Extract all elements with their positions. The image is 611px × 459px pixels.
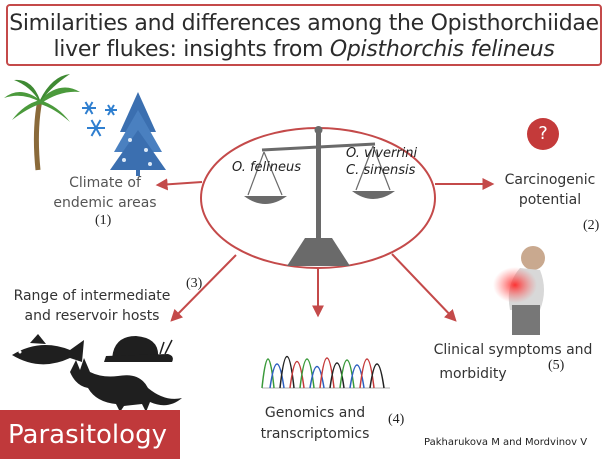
title-line-2-italic: Opisthorchis felineus: [329, 37, 555, 62]
hosts-label-1: Range of intermediate: [13, 288, 171, 304]
question-icon: [527, 118, 559, 150]
scale-icon: [244, 126, 395, 266]
species-right-2: C. sinensis: [346, 163, 416, 178]
title-line-2: liver flukes: insights from Opisthorchis…: [8, 37, 600, 62]
snowflake-icon: [82, 101, 117, 137]
title-line-1: Similarities and differences among the O…: [9, 11, 599, 36]
palm-tree-icon: [4, 74, 80, 171]
genomics-number: (4): [388, 412, 405, 427]
snail-icon: [104, 336, 173, 362]
question-mark: ?: [538, 123, 548, 144]
clinical-label-1: Clinical symptoms and: [433, 342, 593, 358]
title-line-2-plain: liver flukes: insights from: [53, 37, 330, 62]
genomics-label-1: Genomics and: [264, 405, 366, 421]
arrow-clinical: [391, 253, 457, 322]
fox-icon: [70, 358, 182, 412]
hosts-number: (3): [186, 276, 203, 291]
species-right-1: O. viverrini: [346, 146, 418, 161]
person-pain-icon: [493, 246, 545, 335]
climate-number: (1): [95, 213, 112, 228]
journal-badge: Parasitology: [0, 410, 180, 459]
arrow-hosts: [170, 254, 237, 322]
arrow-climate: [155, 178, 203, 191]
clinical-number: (5): [548, 358, 565, 373]
spruce-tree-icon: [110, 92, 166, 176]
carcinogenic-label-1: Carcinogenic: [504, 172, 596, 188]
carcinogenic-number: (2): [583, 218, 600, 233]
climate-label-2: endemic areas: [53, 195, 157, 211]
authors: Pakharukova M and Mordvinov V: [424, 437, 588, 448]
fish-icon: [12, 334, 84, 365]
clinical-label-2: morbidity: [439, 366, 507, 382]
carcinogenic-label-2: potential: [518, 192, 582, 208]
hosts-label-2: and reservoir hosts: [24, 308, 160, 324]
title-box: Similarities and differences among the O…: [6, 4, 602, 66]
climate-label-1: Climate of: [69, 175, 141, 191]
species-left: O. felineus: [232, 160, 302, 175]
genomics-label-2: transcriptomics: [260, 426, 370, 442]
chromatogram-icon: [261, 355, 390, 389]
